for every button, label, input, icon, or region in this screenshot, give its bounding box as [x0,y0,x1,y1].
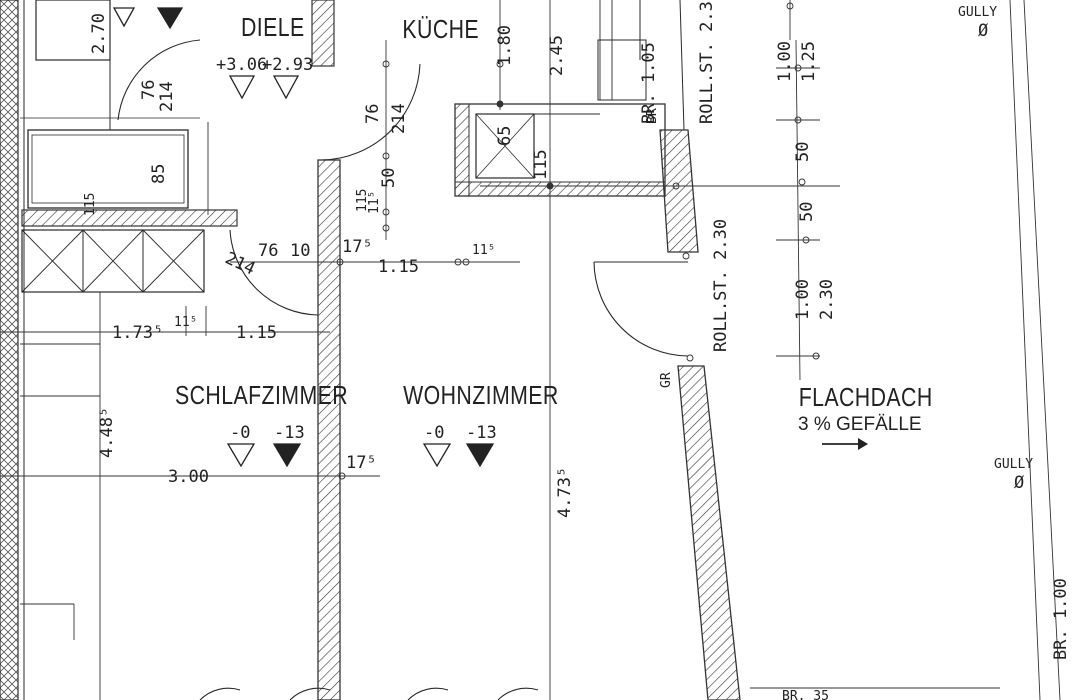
kitchen-chimney-block [454,103,666,197]
dim-17-5-b: 17⁵ [346,453,377,473]
dim-50-b: 50 [793,142,813,162]
dim-115-b: 115 [83,193,98,216]
room-label-schlafzimmer: SCHLAFZIMMER [175,381,348,411]
dim-10: 10 [290,241,310,261]
gully-symbol-top: Ø [978,21,988,41]
dim-11-5-f: 11⁵ [472,243,495,258]
level-diele-a: +3.06 [216,55,267,75]
dim-115-c: 115 [355,189,370,212]
roll-st-mid: ROLL.ST. 2.30 [711,219,731,352]
dim-1-15-h: 1.15 [236,323,277,343]
dim-214-b: 214 [389,103,409,134]
gully-label-top: GULLY [958,5,997,20]
dim-1-00-b: 1.00 [793,279,813,320]
dim-1-80: 1.80 [495,25,515,66]
left-exterior-wall [0,0,25,700]
dim-1-15-e: 1.15 [378,257,419,277]
room-label-flachdach: FLACHDACH [799,383,933,413]
dim-115-a: 115 [531,149,551,180]
level-schlaf-a: -0 [230,423,250,443]
dim-gr: GR [659,372,674,388]
terrace-wall [597,0,741,700]
dim-br: BR [645,108,660,124]
level-wohn-b: -13 [466,423,497,443]
dim-2-70: 2.70 [89,13,109,54]
dim-1-00-a: 1.00 [775,41,795,82]
dim-50-c: 50 [797,202,817,222]
level-schlaf-b: -13 [274,423,305,443]
level-labels: +3.06 +2.93 -0 -13 -0 -13 [216,55,497,443]
door-swings [117,39,689,700]
dim-17-5-a: 17⁵ [342,237,373,257]
flachdach-slope-note: 3 % GEFÄLLE [798,414,922,435]
dimension-labels: 2.70 1.80 2.45 76 214 76 214 65 115 85 1… [83,13,837,518]
room-label-diele: DIELE [241,13,305,43]
roll-st-top: ROLL.ST. 2.30 [697,0,717,124]
dim-76-b: 76 [363,104,383,124]
br-top-label: BR. 1.05 [639,42,659,124]
upper-left-cabinets [20,0,335,227]
dim-214-c: 214 [222,248,258,279]
level-diele-b: +2.93 [262,55,313,75]
dim-76-a: 76 [139,80,159,100]
dim-115-d: 11⁵ [367,191,382,214]
annotations: GULLY Ø GULLY Ø BR. 35 ROLL.ST. 2.30 ROL… [639,0,1071,700]
dim-65: 65 [495,126,515,146]
dim-1-25: 1.25 [799,41,819,82]
gully-symbol-mid: Ø [1014,473,1024,493]
dim-1-73-5: 1.73⁵ [112,323,163,343]
dim-2-30: 2.30 [817,279,837,320]
shaft-row [21,229,205,293]
dim-11-5-g: 11⁵ [174,315,197,330]
level-markers [112,7,495,468]
gully-label-mid: GULLY [994,457,1033,472]
room-label-kueche: KÜCHE [402,15,479,45]
br-bottom-label: BR. 35 [782,689,829,700]
dim-50-a: 50 [379,168,399,188]
dim-3-00: 3.00 [168,467,209,487]
dim-76-c: 76 [258,241,278,261]
room-label-wohnzimmer: WOHNZIMMER [403,381,559,411]
interior-wall-vertical [317,159,341,700]
br-right-label: BR. 1.00 [1051,578,1071,660]
dim-4-48-5: 4.48⁵ [97,407,117,458]
dim-85: 85 [149,164,169,184]
level-wohn-a: -0 [424,423,444,443]
dim-2-45: 2.45 [547,35,567,76]
slope-arrow [822,438,868,450]
room-labels: DIELE KÜCHE SCHLAFZIMMER WOHNZIMMER FLAC… [175,13,933,435]
dim-214-a: 214 [157,81,177,112]
dim-4-73-5: 4.73⁵ [555,467,575,518]
